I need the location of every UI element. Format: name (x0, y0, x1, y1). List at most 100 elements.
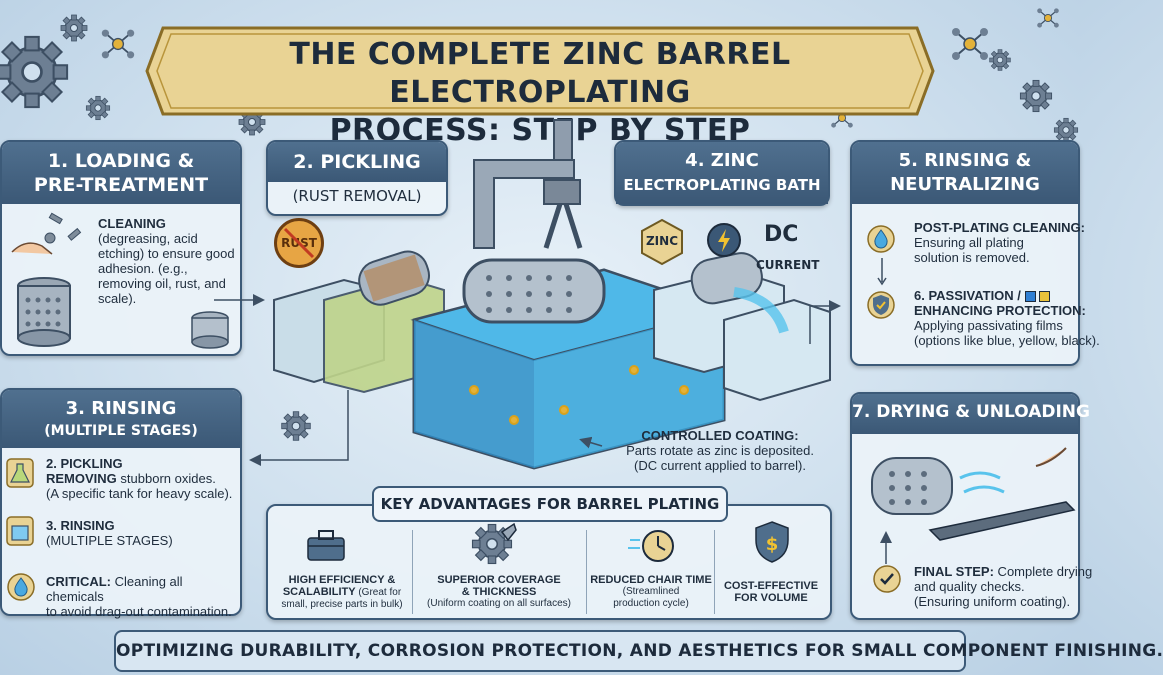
rust-badge: RUST (274, 218, 324, 268)
passivation-swatch-yellow (1039, 291, 1051, 303)
advantage-1-note-1: (Great for (355, 587, 402, 598)
molecule-icon (951, 27, 989, 61)
molecule-icon (100, 28, 136, 60)
step-3-item-3-text: Cleaning all chemicals (46, 574, 183, 604)
gear-icon (1019, 79, 1053, 113)
advantage-divider (586, 530, 587, 614)
callout-title: CONTROLLED COATING: (641, 428, 799, 443)
step-5-panel: 5. RINSING & NEUTRALIZING POST-PLATING C… (850, 140, 1100, 366)
plating-line-illustration (273, 119, 831, 470)
step-1-label: CLEANING (98, 216, 166, 231)
advantage-1-title-2: SCALABILITY (282, 586, 356, 598)
current-label: CURRENT (756, 258, 820, 272)
step-3-heading-line-1: 3. RINSING (65, 398, 177, 419)
advantages-panel (266, 504, 832, 620)
step-3-item-2-text: (MULTIPLE STAGES) (46, 533, 173, 548)
rinse-tank-icon (6, 516, 34, 546)
callout-line-2: (DC current applied to barrel). (634, 458, 806, 473)
passivation-swatch-blue (1024, 291, 1036, 303)
step-2-heading-line-2: (RUST REMOVAL) (292, 187, 422, 205)
step-1-panel: 1. LOADING & PRE-TREATMENT CLEANING (deg… (0, 140, 242, 356)
zinc-badge: ZINC (638, 218, 686, 266)
step-6-title-2: ENHANCING PROTECTION: (914, 303, 1086, 318)
drying-conveyor-icon (871, 447, 1076, 541)
step-3-heading-line-2: (MULTIPLE STAGES) (44, 423, 198, 439)
title-banner: THE COMPLETE ZINC BARREL ELECTROPLATING … (143, 22, 937, 148)
toolbox-icon (307, 530, 345, 561)
step-3-item-1-text-2: (A specific tank for heavy scale). (46, 486, 233, 501)
step-7-final-bold: FINAL STEP: (914, 564, 994, 579)
step-2-heading: 2. PICKLING (268, 142, 446, 182)
step-3-heading: 3. RINSING (MULTIPLE STAGES) (2, 390, 240, 448)
step-5-heading: 5. RINSING & NEUTRALIZING (852, 142, 1078, 204)
step-6-text-1: Applying passivating films (914, 318, 1063, 333)
advantage-item-2: SUPERIOR COVERAGE & THICKNESS (Uniform c… (414, 574, 584, 610)
svg-text:$: $ (766, 534, 779, 555)
step-3-item-2-title: 3. RINSING (46, 518, 115, 533)
step-4-heading-line-2: ELECTROPLATING BATH (623, 176, 821, 194)
step-7-heading: 7. DRYING & UNLOADING (852, 394, 1090, 434)
checkmark-icon (873, 565, 901, 593)
advantage-item-4: COST-EFFECTIVE FOR VOLUME (716, 580, 826, 604)
dc-label: DC (764, 222, 799, 247)
gear-icon (85, 95, 111, 121)
advantage-4-title-1: COST-EFFECTIVE (723, 580, 819, 592)
step-5-heading-line-1: 5. RINSING & (898, 150, 1032, 171)
lightning-icon (707, 223, 741, 257)
step-5-item-1-text-1: Ensuring all plating (914, 235, 1024, 250)
advantage-2-note-1: (Uniform coating on all surfaces) (427, 598, 571, 609)
footer-tagline: OPTIMIZING DURABILITY, CORROSION PROTECT… (114, 630, 1163, 672)
step-3-item-3-text-2: to avoid drag-out contamination. (46, 604, 232, 619)
pickling-barrel (358, 250, 430, 306)
gear-icon (0, 35, 69, 109)
advantage-item-3: REDUCED CHAIR TIME (Streamlined producti… (588, 574, 714, 610)
step-3-item-3-bold: CRITICAL: (46, 574, 111, 589)
step-2-panel: 2. PICKLING (RUST REMOVAL) (266, 140, 448, 216)
step-4-panel: 4. ZINC ELECTROPLATING BATH (614, 140, 830, 206)
advantage-1-title-1: HIGH EFFICIENCY & (288, 574, 396, 586)
step-1-heading-line-2: PRE-TREATMENT (33, 174, 209, 196)
water-drop-icon (867, 225, 895, 253)
flask-icon (6, 458, 34, 488)
step-7-final-text-1: Complete drying (993, 564, 1093, 579)
step-2-heading-line-1: 2. PICKLING (293, 151, 421, 173)
step-6-text-2: (options like blue, yellow, black). (914, 333, 1100, 348)
advantage-3-title-1: REDUCED CHAIR TIME (590, 574, 712, 586)
gear-icon (989, 49, 1011, 71)
shield-check-icon (867, 291, 895, 319)
gear-icon (1053, 117, 1079, 143)
advantage-item-1: HIGH EFFICIENCY & SCALABILITY (Great for… (274, 574, 410, 611)
title-line-1: THE COMPLETE ZINC BARREL ELECTROPLATING (289, 37, 791, 110)
stopwatch-icon (628, 530, 674, 562)
dollar-shield-icon: $ (755, 521, 789, 563)
barrel-loading-icon (11, 212, 82, 347)
water-drop-icon (7, 573, 35, 601)
step-3-item-1-bold: REMOVING (46, 471, 117, 486)
step-3-item-1-text: stubborn oxides. (116, 471, 216, 486)
advantage-4-title-2: FOR VOLUME (734, 592, 808, 604)
step-5-item-1-title: POST-PLATING CLEANING: (914, 220, 1085, 235)
advantage-3-note-2: production cycle) (613, 598, 689, 609)
controlled-coating-callout: CONTROLLED COATING: Parts rotate as zinc… (610, 428, 830, 473)
step-6-title: 6. PASSIVATION / (914, 288, 1021, 303)
step-4-heading-line-1: 4. ZINC (685, 150, 759, 171)
advantage-3-note-1: (Streamlined (622, 586, 680, 597)
step-7-panel: 7. DRYING & UNLOADING FINAL STEP: Comple… (850, 392, 1092, 620)
plating-barrel (462, 258, 606, 324)
step-1-heading-line-1: 1. LOADING & (47, 150, 195, 172)
step-7-final-text-2: and quality checks. (914, 579, 1025, 594)
clean-parts-icon (191, 311, 229, 349)
molecule-icon (1036, 7, 1060, 29)
advantage-divider (412, 530, 413, 614)
step-4-heading: 4. ZINC ELECTROPLATING BATH (616, 142, 828, 204)
step-7-final-text-3: (Ensuring uniform coating). (914, 594, 1071, 609)
advantage-2-title-1: SUPERIOR COVERAGE (437, 574, 561, 586)
step-3-item-1-title: 2. PICKLING (46, 456, 123, 471)
step-1-heading: 1. LOADING & PRE-TREATMENT (2, 142, 240, 204)
advantage-1-note-2: small, precise parts in bulk) (281, 599, 403, 610)
step-5-heading-line-2: NEUTRALIZING (890, 174, 1040, 195)
step-1-text: (degreasing, acid etching) to ensure goo… (98, 231, 235, 306)
gear-icon (60, 14, 88, 42)
step-3-panel: 3. RINSING (MULTIPLE STAGES) 2. PICKLING… (0, 388, 242, 619)
gear-wrench-icon (471, 522, 517, 565)
